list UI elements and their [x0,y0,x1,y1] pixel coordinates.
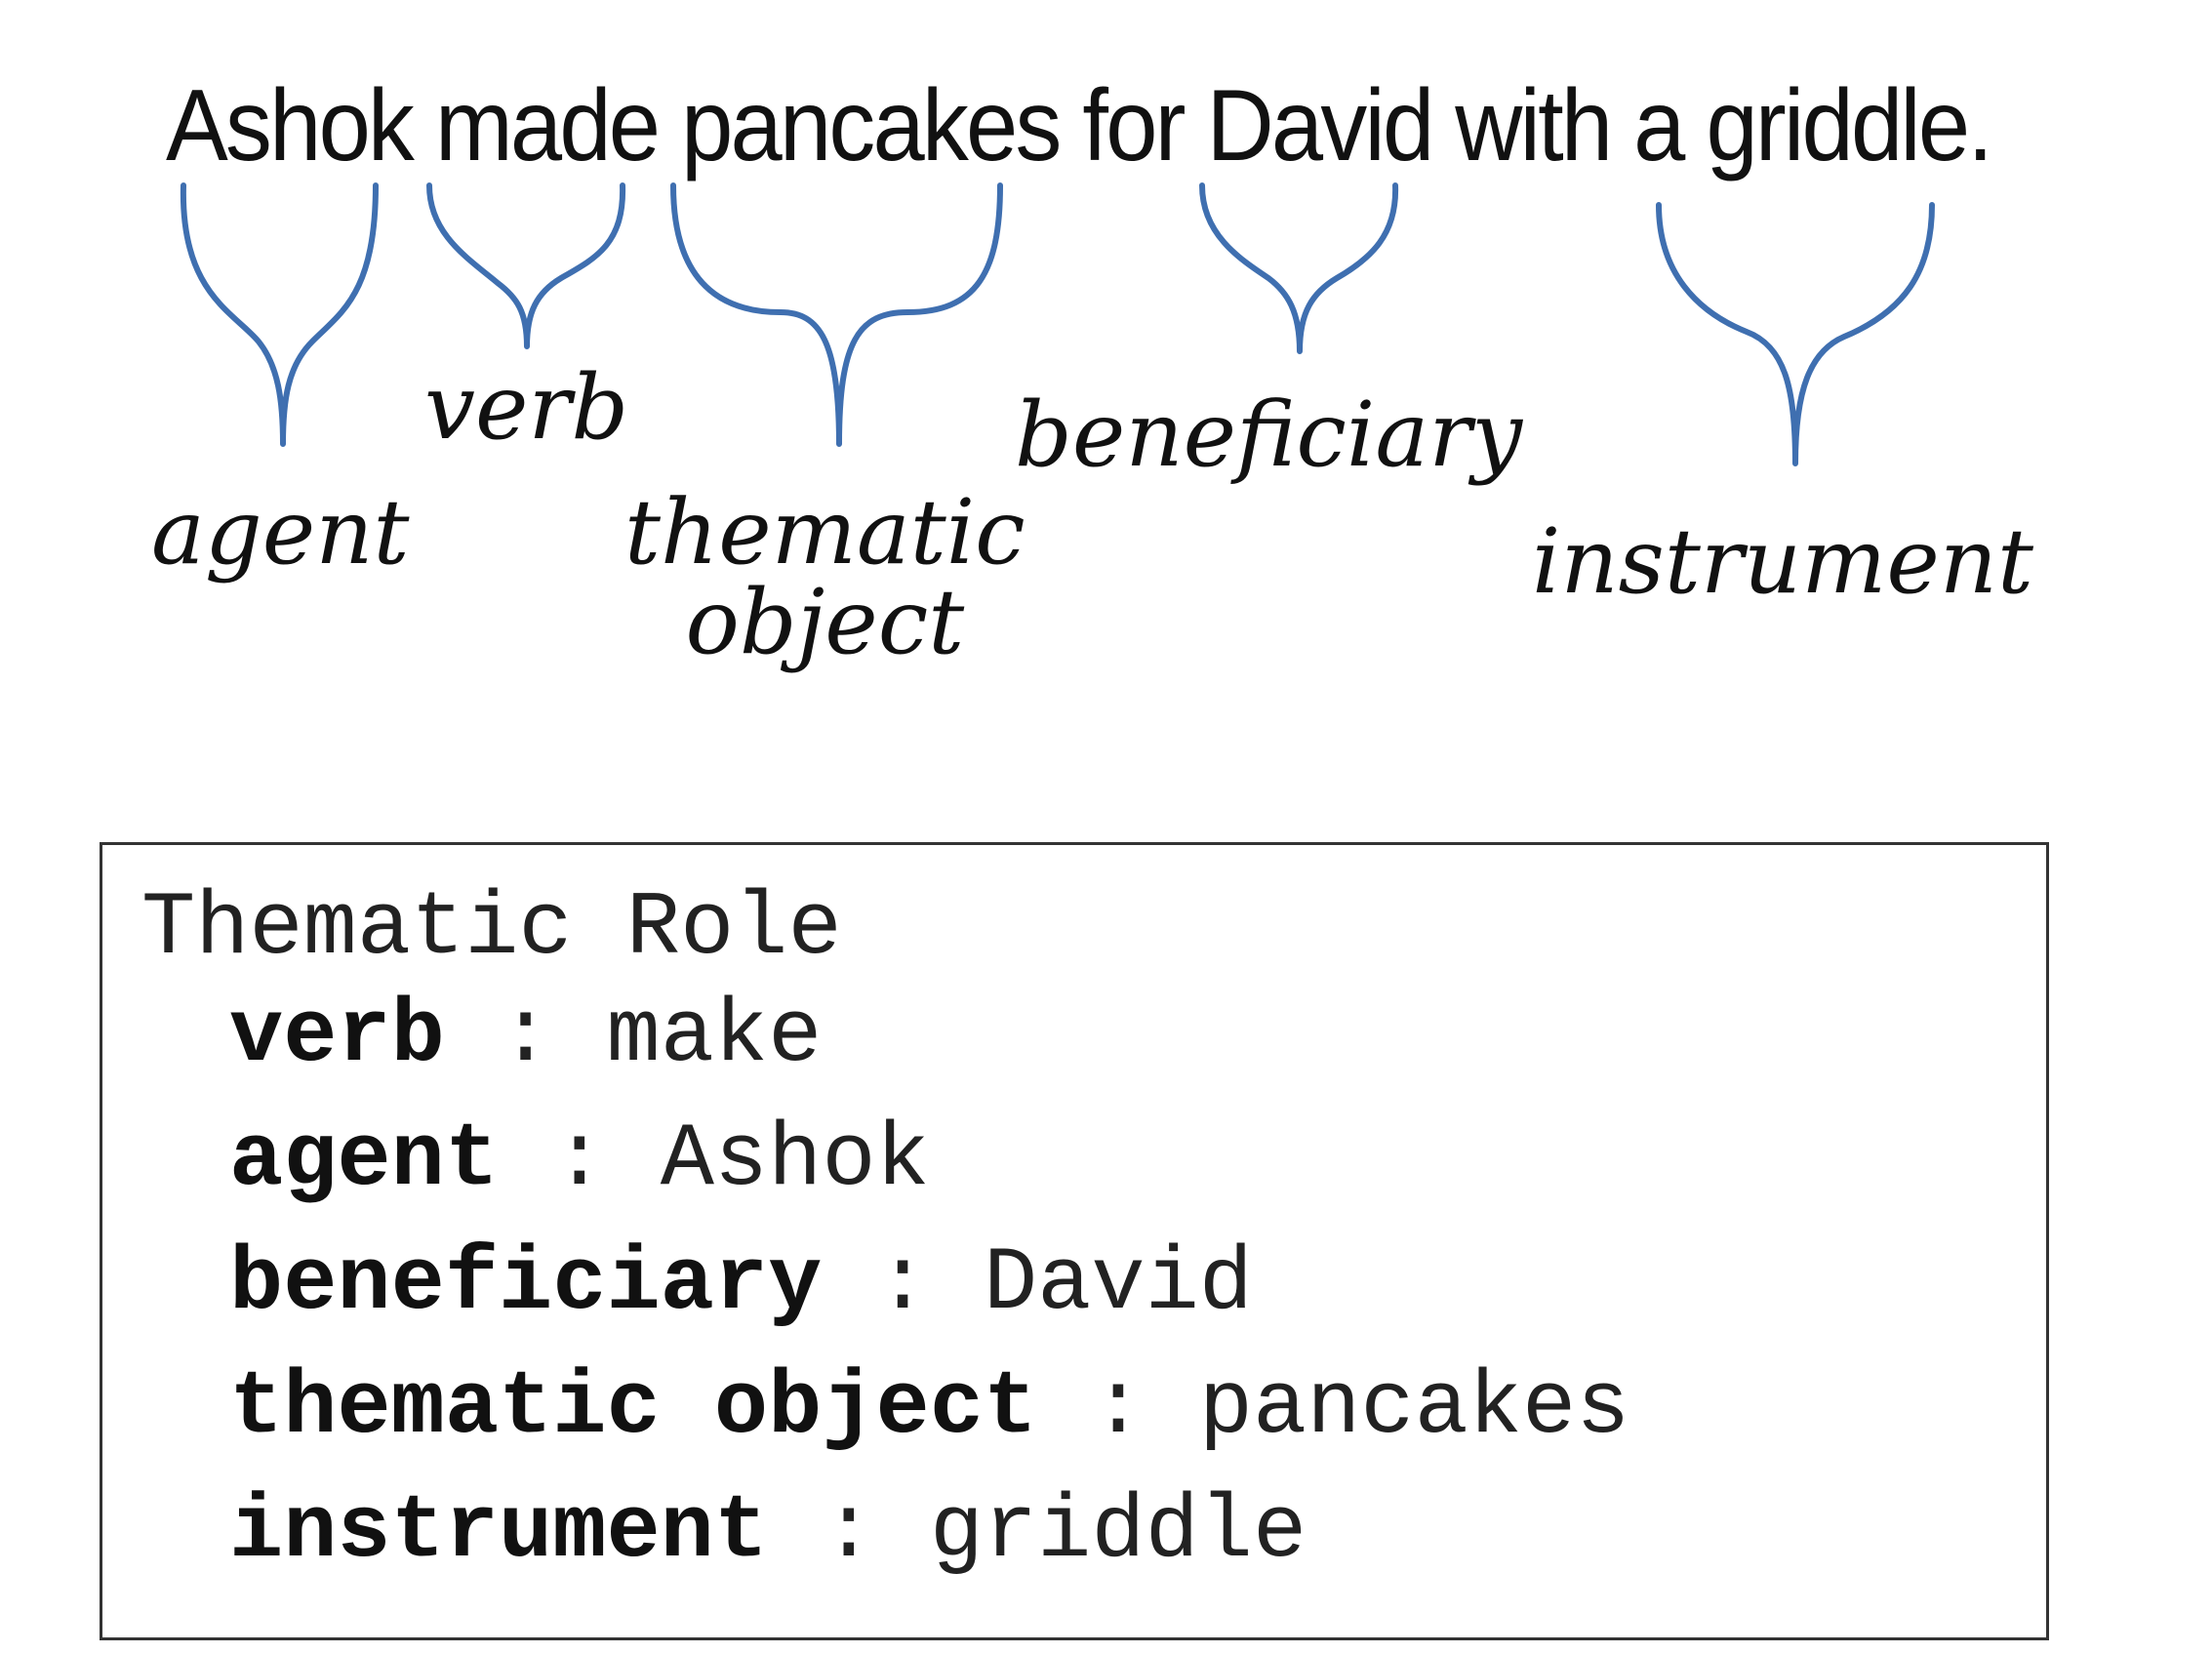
thematic-role-frame: Thematic Role verb : make agent : Ashok … [100,842,2049,1640]
verb-brace [426,182,626,349]
beneficiary-brace [1199,182,1399,354]
role-label-thematic-object: thematic object [624,488,1026,667]
frame-slot-thematic-object: thematic object : pancakes [229,1363,1629,1453]
role-label-verb: verb [424,355,629,460]
role-label-thematic-object-line1: thematic [624,480,1026,585]
frame-title: Thematic Role [141,877,842,980]
role-brackets [180,182,1935,466]
slot-separator: : [822,1232,984,1335]
slot-separator: : [444,985,607,1087]
role-label-agent: agent [151,480,410,585]
slot-separator: : [1037,1356,1199,1459]
slot-key: agent [229,1109,500,1211]
role-label-thematic-object-line2: object [685,570,965,674]
frame-slot-verb: verb : make [229,991,822,1081]
role-label-beneficiary: beneficiary [1015,383,1523,487]
slot-value: pancakes [1198,1356,1630,1459]
example-sentence: Ashok made pancakes for David with a gri… [166,69,1993,182]
frame-slot-agent: agent : Ashok [229,1115,930,1205]
slot-separator: : [768,1480,930,1583]
slot-key: verb [229,985,445,1087]
instrument-brace [1656,202,1935,466]
role-label-instrument: instrument [1532,509,2033,614]
slot-separator: : [499,1109,661,1211]
slot-value: make [606,985,823,1087]
slot-value: David [983,1232,1253,1335]
slot-key: beneficiary [229,1232,823,1335]
agent-brace [180,182,379,447]
slot-key: instrument [229,1480,769,1583]
frame-slot-instrument: instrument : griddle [229,1487,1307,1577]
slot-value: griddle [929,1480,1307,1583]
frame-slot-beneficiary: beneficiary : David [229,1239,1253,1329]
slot-key: thematic object [229,1356,1038,1459]
slot-value: Ashok [660,1109,930,1211]
thematic-object-brace [670,182,1003,447]
